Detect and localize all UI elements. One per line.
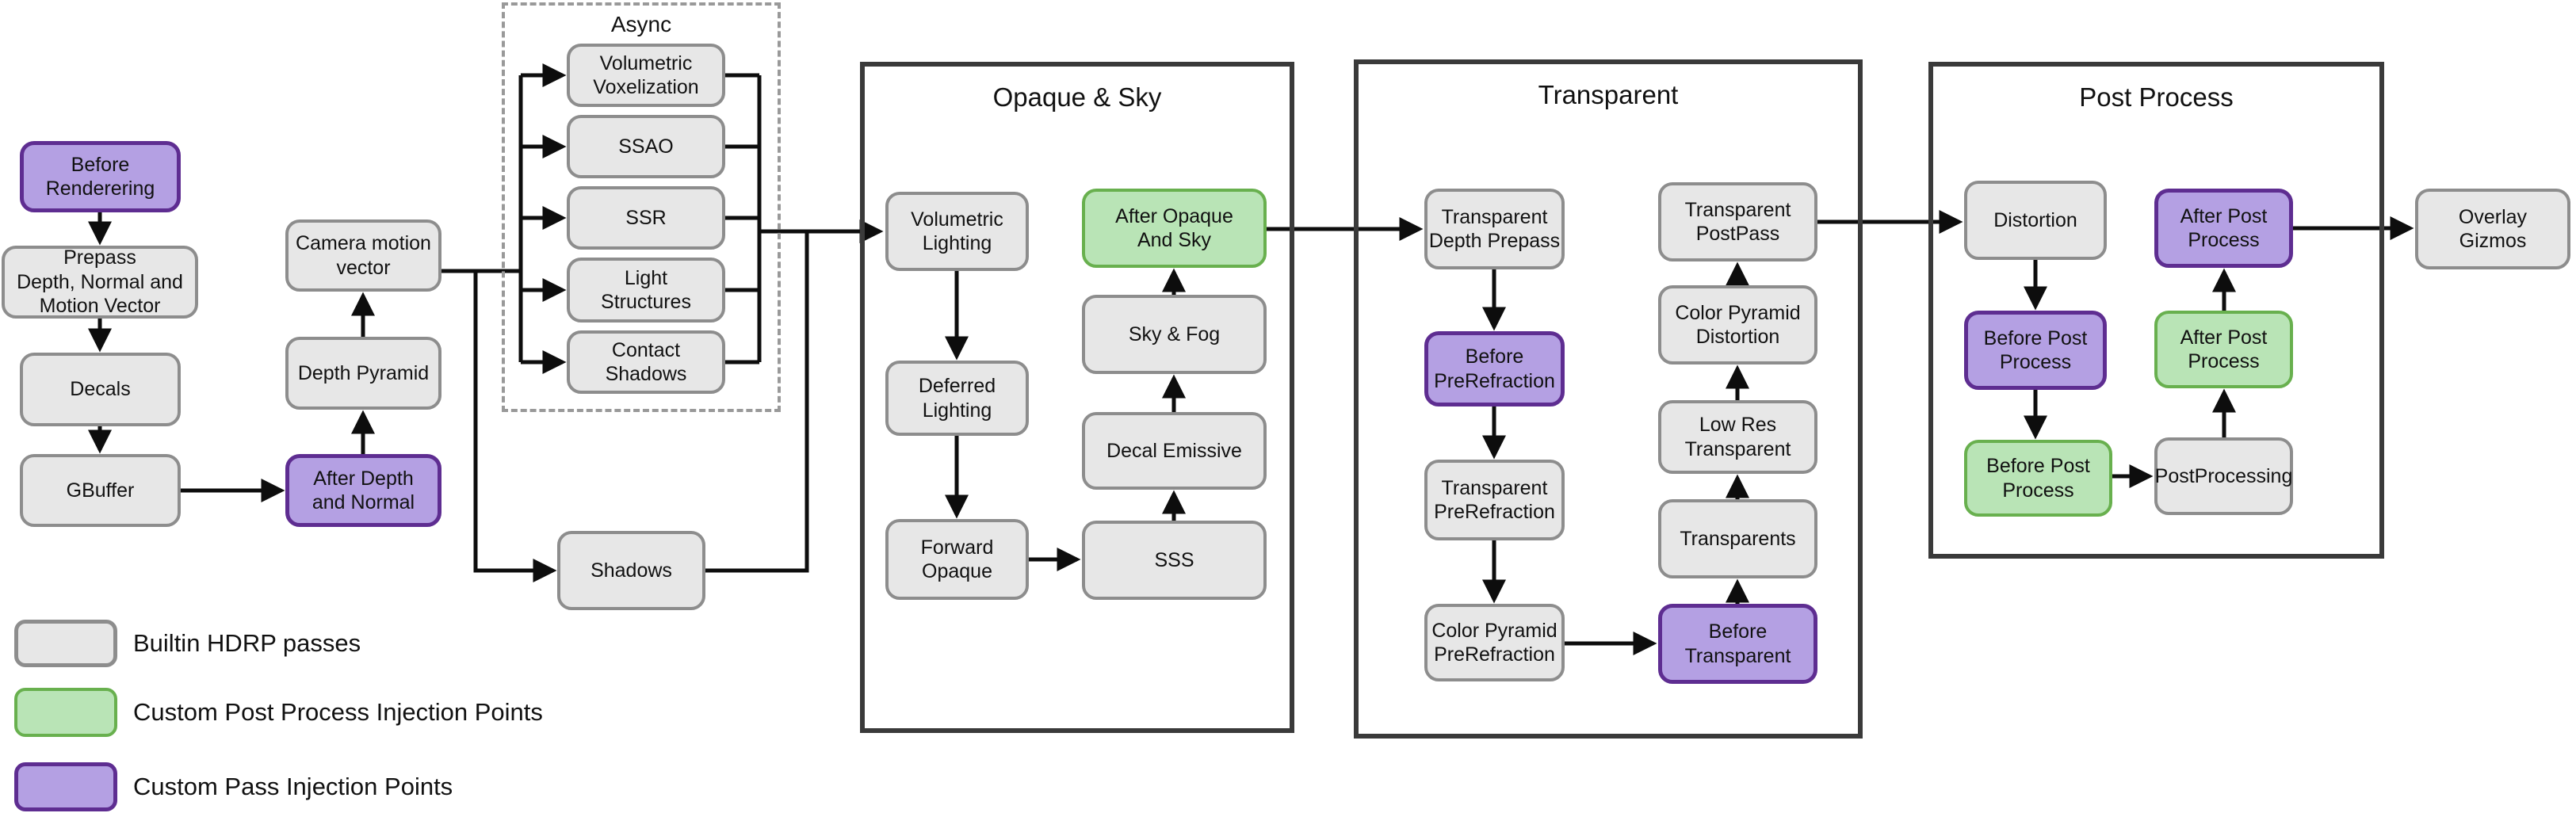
section-post-process: Post Process bbox=[1928, 62, 2384, 559]
node-color-pyramid-distortion: Color Pyramid Distortion bbox=[1658, 285, 1817, 365]
node-light-structures: Light Structures bbox=[567, 258, 725, 323]
legend-swatch-builtin bbox=[14, 620, 117, 667]
section-opaque-and-sky: Opaque & Sky bbox=[860, 62, 1294, 733]
node-after-depth-and-normal: After Depth and Normal bbox=[285, 454, 441, 527]
node-shadows: Shadows bbox=[557, 531, 705, 610]
node-decal-emissive: Decal Emissive bbox=[1082, 412, 1267, 490]
node-after-opaque-and-sky: After Opaque And Sky bbox=[1082, 189, 1267, 268]
node-gbuffer: GBuffer bbox=[20, 454, 181, 527]
node-decals: Decals bbox=[20, 353, 181, 426]
group-async-title: Async bbox=[610, 12, 672, 36]
section-opaque-and-sky-title: Opaque & Sky bbox=[992, 82, 1162, 112]
node-volumetric-voxelization: Volumetric Voxelization bbox=[567, 44, 725, 107]
node-ssao: SSAO bbox=[567, 115, 725, 178]
node-sss: SSS bbox=[1082, 521, 1267, 600]
connectors bbox=[88, 63, 2414, 655]
node-distortion: Distortion bbox=[1964, 181, 2107, 260]
node-before-prerefraction: Before PreRefraction bbox=[1424, 331, 1565, 406]
node-transparent-depth-prepass: Transparent Depth Prepass bbox=[1424, 189, 1565, 269]
node-before-transparent: Before Transparent bbox=[1658, 604, 1817, 684]
node-forward-opaque: Forward Opaque bbox=[885, 519, 1029, 600]
node-sky-and-fog: Sky & Fog bbox=[1082, 295, 1267, 374]
section-transparent: Transparent bbox=[1354, 59, 1863, 739]
node-transparent-postpass: Transparent PostPass bbox=[1658, 182, 1817, 261]
node-after-post-process-custom-pass: After Post Process bbox=[2154, 189, 2293, 268]
legend-swatch-custom-pass bbox=[14, 762, 117, 811]
legend-swatch-custom-post-process bbox=[14, 688, 117, 737]
node-depth-pyramid: Depth Pyramid bbox=[285, 337, 441, 410]
node-camera-motion-vector: Camera motion vector bbox=[285, 219, 441, 292]
node-ssr: SSR bbox=[567, 186, 725, 250]
node-volumetric-lighting: Volumetric Lighting bbox=[885, 192, 1029, 271]
node-before-post-process-custom-pass: Before Post Process bbox=[1964, 311, 2107, 390]
section-post-process-title: Post Process bbox=[2079, 82, 2234, 112]
node-transparents: Transparents bbox=[1658, 499, 1817, 578]
node-before-post-process-custom-pp: Before Post Process bbox=[1964, 440, 2112, 517]
node-low-res-transparent: Low Res Transparent bbox=[1658, 400, 1817, 474]
group-async: Async bbox=[502, 2, 781, 412]
section-transparent-title: Transparent bbox=[1538, 80, 1679, 109]
legend-label-custom-pass: Custom Pass Injection Points bbox=[133, 773, 453, 800]
node-transparent-prerefraction: Transparent PreRefraction bbox=[1424, 460, 1565, 540]
node-postprocessing: PostProcessing bbox=[2154, 437, 2293, 515]
node-overlay-gizmos: Overlay Gizmos bbox=[2415, 189, 2570, 269]
node-before-rendering: Before Renderering bbox=[20, 141, 181, 212]
legend-label-custom-post-process: Custom Post Process Injection Points bbox=[133, 698, 543, 726]
legend-label-builtin: Builtin HDRP passes bbox=[133, 629, 361, 657]
node-after-post-process-custom-pp: After Post Process bbox=[2154, 311, 2293, 388]
node-color-pyramid-prerefraction: Color Pyramid PreRefraction bbox=[1424, 604, 1565, 681]
node-prepass: Prepass Depth, Normal and Motion Vector bbox=[2, 246, 198, 319]
node-deferred-lighting: Deferred Lighting bbox=[885, 361, 1029, 436]
node-contact-shadows: Contact Shadows bbox=[567, 330, 725, 394]
